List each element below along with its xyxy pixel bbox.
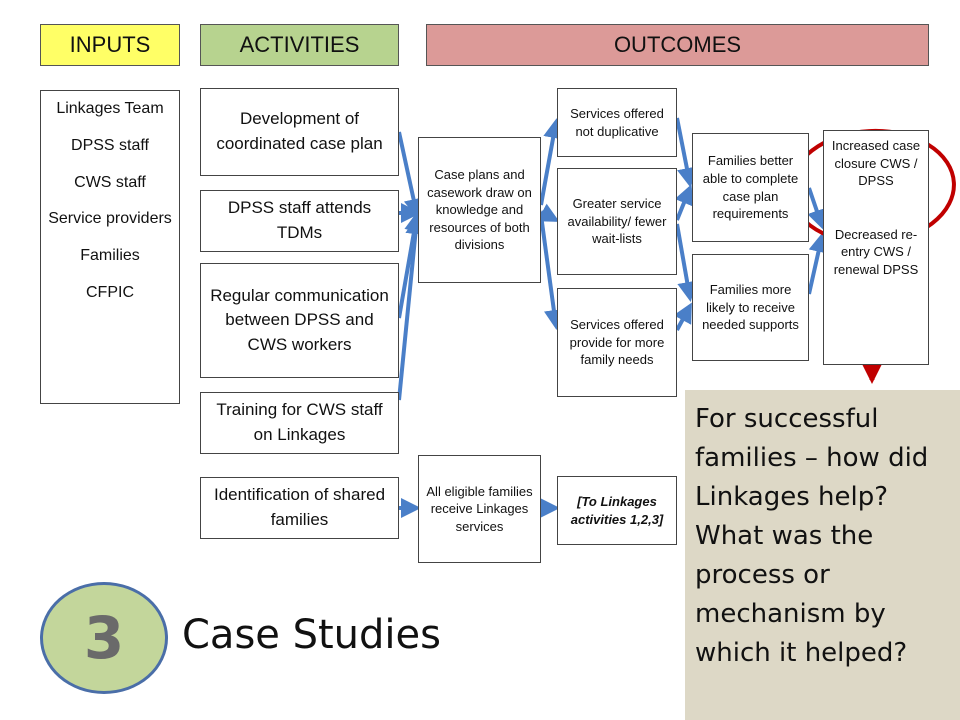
arrow-a1-caseplans [397, 131, 424, 219]
outcome-decreased-reentry: Decreased re-entry CWS / renewal DPSS [833, 226, 919, 277]
outcome-case-closure: Increased case closure CWS / DPSS [831, 138, 921, 189]
arrow-availability-better [674, 184, 694, 221]
callout-question: For successful families – how did Linkag… [685, 390, 960, 720]
arrow-availability-likely [675, 223, 698, 302]
arrow-caseplans-availability [537, 203, 560, 222]
input-item: CFPIC [86, 283, 134, 301]
outcome-more-family-needs: Services offered provide for more family… [557, 288, 677, 397]
activity-dpss-tdms: DPSS staff attends TDMs [200, 190, 399, 252]
arrow-better-outcome [807, 187, 827, 230]
inputs-list: Linkages Team DPSS staff CWS staff Servi… [40, 90, 180, 404]
activity-training-cws: Training for CWS staff on Linkages [200, 392, 399, 454]
outcome-long-term: Increased case closure CWS / DPSS Decrea… [823, 130, 929, 365]
arrow-nondup-better [675, 117, 697, 188]
arrow-a3-caseplans [397, 211, 425, 319]
outcome-better-able: Families better able to complete case pl… [692, 133, 809, 242]
activity-regular-communication: Regular communication between DPSS and C… [200, 263, 399, 378]
input-item: DPSS staff [71, 136, 149, 154]
outcome-not-duplicative: Services offered not duplicative [557, 88, 677, 157]
outcome-greater-availability: Greater service availability/ fewer wait… [557, 168, 677, 275]
activities-header: ACTIVITIES [200, 24, 399, 66]
input-item: CWS staff [74, 173, 146, 191]
input-item: Linkages Team [56, 100, 164, 117]
input-item: Service providers [48, 210, 172, 228]
activity-coordinated-case-plan: Development of coordinated case plan [200, 88, 399, 176]
arrow-caseplans-nondup [539, 118, 563, 206]
arrow-likely-outcome [807, 232, 829, 295]
section-title: Case Studies [182, 612, 441, 658]
outcome-more-likely: Families more likely to receive needed s… [692, 254, 809, 361]
outcome-all-eligible: All eligible families receive Linkages s… [418, 455, 541, 563]
input-item: Families [80, 247, 140, 265]
arrow-needs-likely [673, 302, 692, 331]
outcomes-header: OUTCOMES [426, 24, 929, 66]
outcome-case-plans: Case plans and casework draw on knowledg… [418, 137, 541, 283]
outcome-to-linkages: [To Linkages activities 1,2,3] [557, 476, 677, 545]
activity-shared-families: Identification of shared families [200, 477, 399, 539]
inputs-header: INPUTS [40, 24, 180, 66]
arrow-caseplans-needs [539, 214, 564, 330]
arrow-a4-caseplans [397, 214, 426, 401]
section-number-badge: 3 [40, 582, 168, 694]
